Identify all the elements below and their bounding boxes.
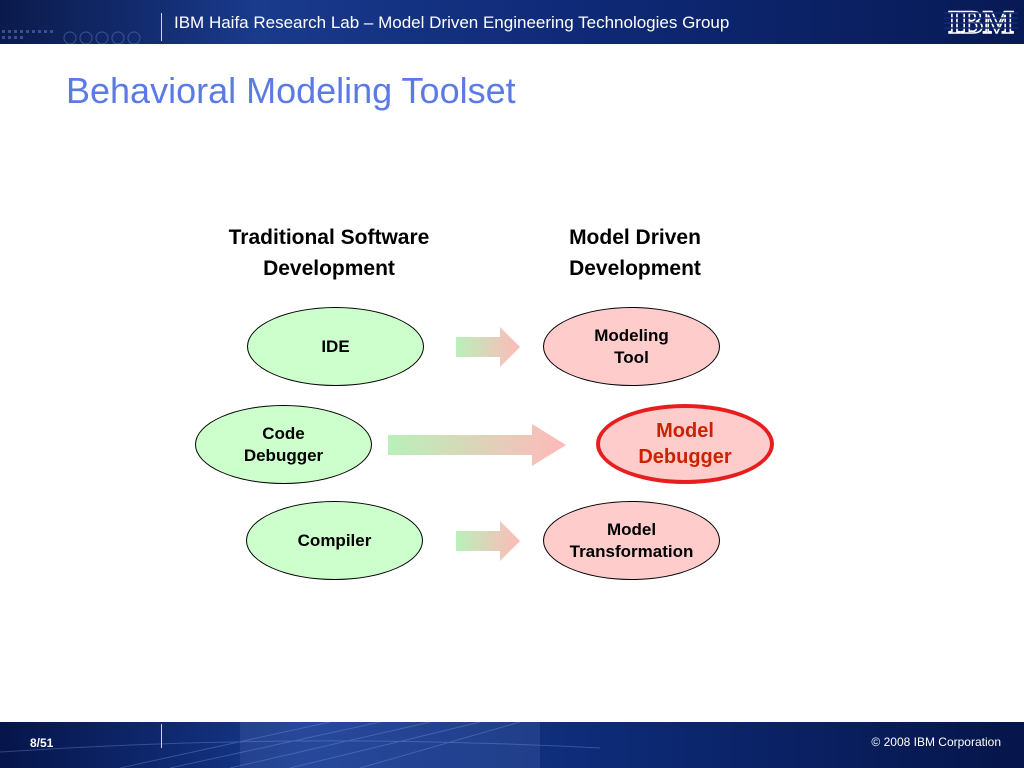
footer-separator	[161, 724, 162, 748]
node-model-debugger: Model Debugger	[596, 404, 774, 484]
page-number: 8/51	[30, 736, 54, 750]
header-bar: IBM Haifa Research Lab – Model Driven En…	[0, 0, 1024, 44]
right-arrow-icon	[456, 327, 520, 367]
node-model-transformation-line2: Transformation	[569, 541, 694, 561]
header-title: IBM Haifa Research Lab – Model Driven En…	[174, 13, 730, 32]
right-arrow-icon	[456, 521, 520, 561]
node-code-debugger-line1: Code	[262, 423, 305, 443]
footer-bar: 8/51 © 2008 IBM Corporation	[0, 722, 1024, 768]
node-model-debugger-line1: Model	[656, 420, 714, 442]
footer-decoration	[0, 722, 601, 768]
node-code-debugger-line2: Debugger	[243, 445, 324, 465]
column-heading-traditional-line2: Development	[263, 257, 395, 280]
node-model-transformation: Model Transformation	[543, 501, 720, 580]
ibm-logo-icon: IBM	[944, 4, 1018, 38]
header-decoration	[2, 30, 141, 44]
column-heading-model-driven-line1: Model Driven	[569, 226, 701, 249]
slide-title: Behavioral Modeling Toolset	[66, 70, 516, 111]
node-compiler-label: Compiler	[297, 530, 372, 550]
node-compiler: Compiler	[246, 501, 423, 580]
node-ide: IDE	[247, 307, 424, 386]
column-heading-model-driven: Model Driven Development	[505, 222, 765, 284]
node-code-debugger: Code Debugger	[195, 405, 372, 484]
node-ide-label: IDE	[321, 336, 350, 356]
node-modeling-tool-line2: Tool	[614, 347, 649, 367]
node-model-debugger-line2: Debugger	[638, 446, 732, 468]
node-modeling-tool-line1: Modeling	[594, 325, 669, 345]
column-heading-traditional: Traditional Software Development	[184, 222, 474, 284]
node-model-transformation-line1: Model	[606, 519, 657, 539]
column-heading-model-driven-line2: Development	[569, 257, 701, 280]
header-separator	[161, 13, 162, 41]
column-heading-traditional-line1: Traditional Software	[228, 226, 430, 249]
copyright: © 2008 IBM Corporation	[871, 735, 1001, 749]
svg-text:IBM: IBM	[948, 5, 1014, 38]
node-modeling-tool: Modeling Tool	[543, 307, 720, 386]
right-arrow-icon	[388, 424, 566, 466]
